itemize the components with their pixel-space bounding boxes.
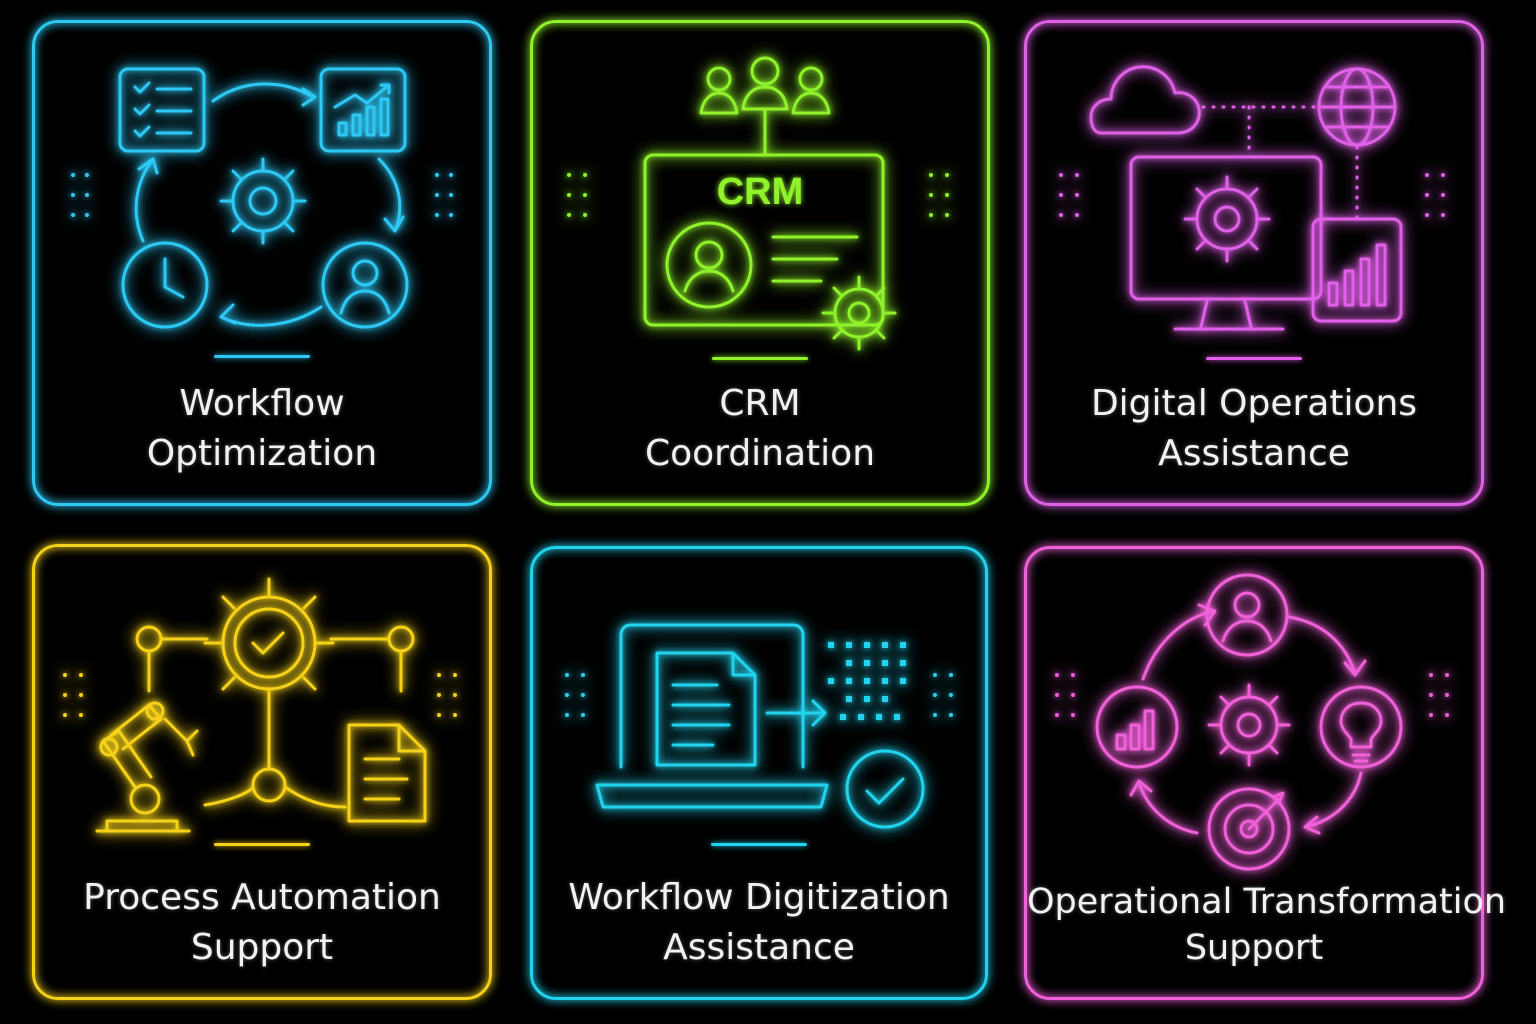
bar-chart-icon xyxy=(321,69,405,151)
card-title: Workflow Digitization Assistance xyxy=(533,873,985,973)
card-illustration xyxy=(35,547,495,1003)
robot-arm-icon xyxy=(97,703,197,831)
card-process-automation-support[interactable]: Process Automation Support xyxy=(32,544,492,1000)
dot-grid-left xyxy=(1057,675,1073,715)
target-icon xyxy=(1209,789,1289,869)
gear-icon xyxy=(1209,685,1289,765)
card-title-line-2: Assistance xyxy=(663,927,855,968)
checklist-icon xyxy=(120,69,204,151)
dot-grid-left xyxy=(569,175,585,215)
dot-grid-left xyxy=(65,675,81,715)
divider-line xyxy=(1206,357,1302,360)
divider-line xyxy=(712,357,808,360)
crm-label: CRM xyxy=(716,171,804,213)
bar-chart-icon xyxy=(1313,219,1401,321)
laptop-icon xyxy=(597,625,827,807)
card-title-line-2: Assistance xyxy=(1158,433,1350,474)
divider-line xyxy=(214,355,310,358)
crm-board-icon xyxy=(645,155,883,325)
user-icon xyxy=(323,243,407,327)
divider-line xyxy=(214,843,310,846)
cycle-arrows-icon xyxy=(1131,605,1365,833)
card-title: Workflow Optimization xyxy=(35,379,489,479)
card-title-line-1: Workflow xyxy=(179,383,345,424)
clock-icon xyxy=(123,243,207,327)
dot-grid-right xyxy=(439,675,455,715)
connector-dots xyxy=(1203,107,1357,219)
check-circle-icon xyxy=(847,751,923,827)
user-icon xyxy=(1207,575,1287,655)
dot-grid-right xyxy=(1427,175,1443,215)
bar-chart-icon xyxy=(1097,687,1177,767)
user-icon xyxy=(667,223,751,307)
dot-grid-right xyxy=(931,175,947,215)
node-network-icon xyxy=(137,627,413,807)
card-illustration xyxy=(35,23,495,509)
card-workflow-optimization[interactable]: Workflow Optimization xyxy=(32,20,492,506)
dot-grid-right xyxy=(935,675,951,715)
card-operational-transformation-support[interactable]: Operational Transformation Support xyxy=(1024,546,1507,1003)
pixel-grid-icon xyxy=(831,645,903,717)
divider-line xyxy=(711,843,807,846)
card-title-line-2: Support xyxy=(1184,928,1324,968)
dot-grid-right xyxy=(1431,675,1447,715)
card-title-line-1: Process Automation xyxy=(83,877,441,918)
card-title: Process Automation Support xyxy=(35,873,489,973)
card-crm-coordination[interactable]: CRM CRM Coordination xyxy=(530,20,990,506)
card-illustration xyxy=(1027,549,1487,1003)
card-title-line-2: Support xyxy=(190,927,334,968)
card-title: CRM Coordination xyxy=(533,379,987,479)
cycle-arrows-icon xyxy=(136,84,403,325)
card-digital-operations-assistance[interactable]: Digital Operations Assistance xyxy=(1024,20,1484,506)
card-title-line-2: Coordination xyxy=(644,433,876,474)
gear-check-icon xyxy=(205,579,333,707)
team-icon xyxy=(701,58,829,153)
document-icon xyxy=(349,725,425,821)
dot-grid-right xyxy=(437,175,451,215)
globe-icon xyxy=(1319,69,1395,145)
gear-icon xyxy=(823,277,895,349)
card-title-line-1: CRM xyxy=(719,383,801,424)
dot-grid-left xyxy=(567,675,583,715)
dot-grid-left xyxy=(1061,175,1077,215)
card-title: Operational Transformation Support xyxy=(1027,879,1507,971)
card-illustration xyxy=(1027,23,1487,509)
cloud-icon xyxy=(1091,67,1199,133)
card-title: Digital Operations Assistance xyxy=(1027,379,1481,479)
card-title-line-1: Digital Operations xyxy=(1090,383,1418,424)
arrow-right-icon xyxy=(767,701,825,725)
card-title-line-1: Operational Transformation xyxy=(1027,882,1507,922)
lightbulb-icon xyxy=(1321,687,1401,767)
card-title-line-2: Optimization xyxy=(146,433,378,474)
card-illustration xyxy=(533,23,993,509)
gear-icon xyxy=(221,159,305,243)
dot-grid-left xyxy=(73,175,87,215)
card-illustration xyxy=(533,549,991,1003)
document-icon xyxy=(657,653,755,765)
card-workflow-digitization-assistance[interactable]: Workflow Digitization Assistance xyxy=(530,546,988,1000)
gear-icon xyxy=(1185,177,1269,261)
monitor-icon xyxy=(1131,157,1321,329)
card-title-line-1: Workflow Digitization xyxy=(568,877,950,918)
